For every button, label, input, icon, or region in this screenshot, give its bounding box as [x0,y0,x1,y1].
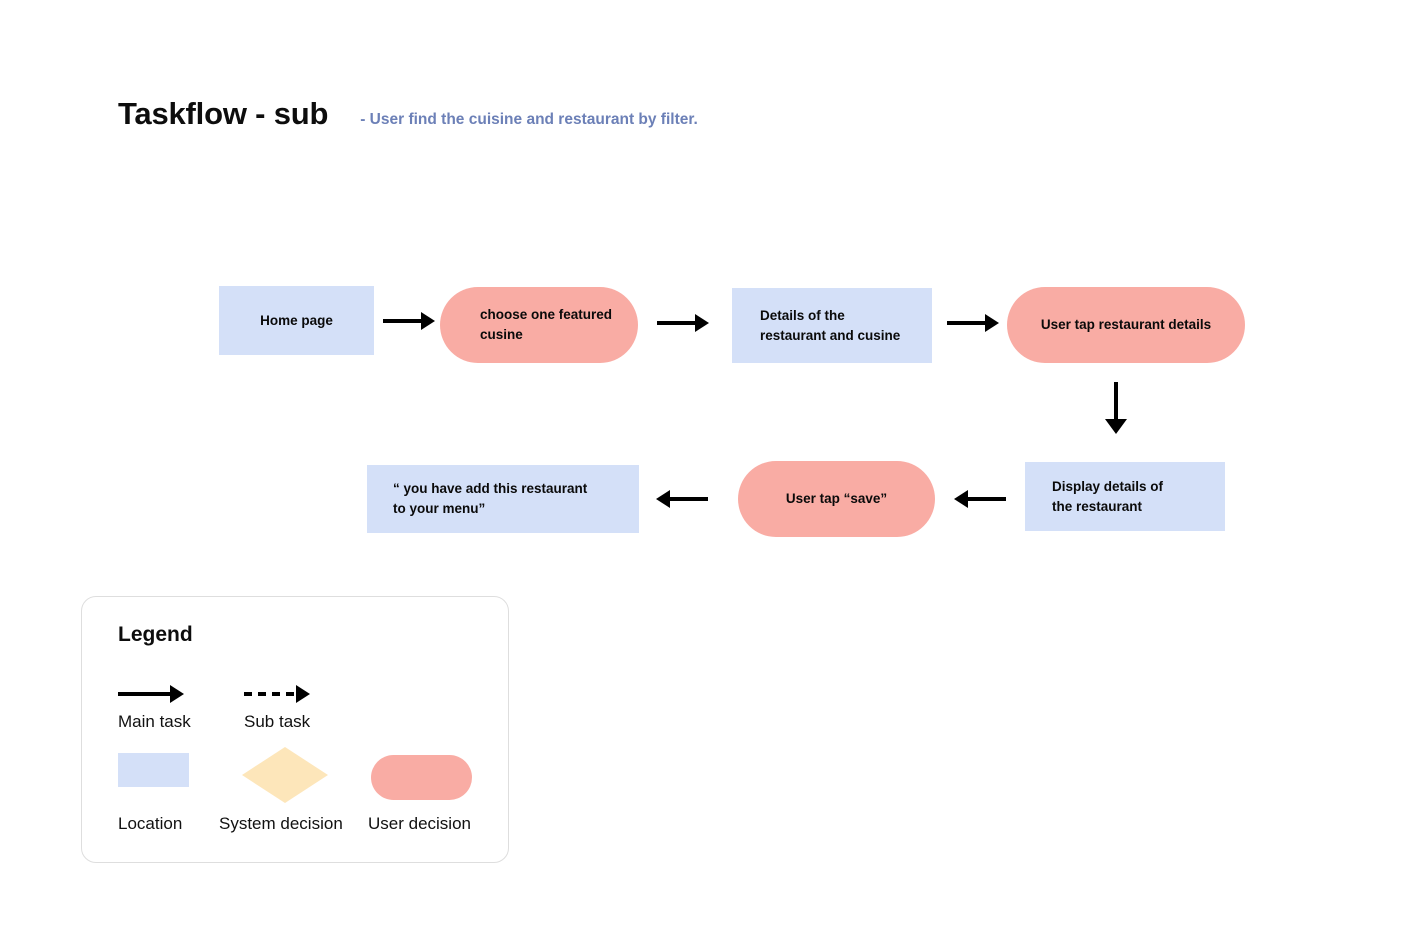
page-header: Taskflow - sub - User find the cuisine a… [118,96,698,132]
legend-arrow-solid-icon [118,684,184,704]
arrow-head [985,314,999,332]
arrow-shaft [670,497,708,501]
arrow-right-icon-home-to-cuisine [383,310,435,332]
flow-node-display-details-of-restaurant[interactable]: Display details of the restaurant [1025,462,1225,531]
arrow-right-icon-details-to-tap [947,312,999,334]
flow-node-home-page[interactable]: Home page [219,286,374,355]
arrow-head [170,685,184,703]
arrow-head [296,685,310,703]
flow-node-user-tap-save[interactable]: User tap “save” [738,461,935,537]
arrow-head [954,490,968,508]
arrow-head [421,312,435,330]
arrow-shaft-dashed [244,692,296,696]
flow-node-confirmation-message[interactable]: “ you have add this restaurant to your m… [367,465,639,533]
flow-node-label: User tap restaurant details [1040,317,1212,333]
legend-label-sub-task: Sub task [244,712,311,731]
legend-card [81,596,509,863]
page-title: Taskflow - sub [118,96,329,131]
arrow-down-icon-tap-to-display [1105,382,1127,434]
flow-node-choose-featured-cuisine[interactable]: choose one featured cusine [440,287,638,363]
arrow-shaft [657,321,695,325]
arrow-right-icon-cuisine-to-details [657,312,709,334]
arrow-shaft [968,497,1006,501]
flow-node-user-tap-restaurant-details[interactable]: User tap restaurant details [1007,287,1245,363]
flow-node-label: Home page [260,312,333,328]
arrow-head [656,490,670,508]
legend-swatch-location [118,753,189,787]
arrow-shaft [383,319,421,323]
legend-title: Legend [118,623,193,646]
legend-label-location: Location [118,814,183,833]
flow-node-label: Details of the restaurant and cusine [760,307,901,343]
arrow-shaft [1114,382,1118,419]
legend-label-system-decision: System decision [219,814,343,833]
arrow-head [1105,419,1127,434]
flow-node-label: Display details of the restaurant [1052,478,1164,514]
legend-label-main-task: Main task [118,712,191,731]
flow-node-label: User tap “save” [785,491,888,507]
legend-arrow-dashed-icon [244,684,310,704]
legend-label-user-decision: User decision [368,814,471,833]
arrow-shaft [947,321,985,325]
arrow-shaft [118,692,170,696]
flow-node-label: “ you have add this restaurant to your m… [393,481,588,516]
arrow-left-icon-save-to-confirmation [656,488,708,510]
flow-node-label: choose one featured cusine [480,307,613,342]
arrow-head [695,314,709,332]
arrow-left-icon-display-to-save [954,488,1006,510]
flow-node-details-of-restaurant-and-cuisine[interactable]: Details of the restaurant and cusine [732,288,932,363]
legend-swatch-user-decision [371,755,472,800]
page-subtitle: - User find the cuisine and restaurant b… [360,111,698,128]
